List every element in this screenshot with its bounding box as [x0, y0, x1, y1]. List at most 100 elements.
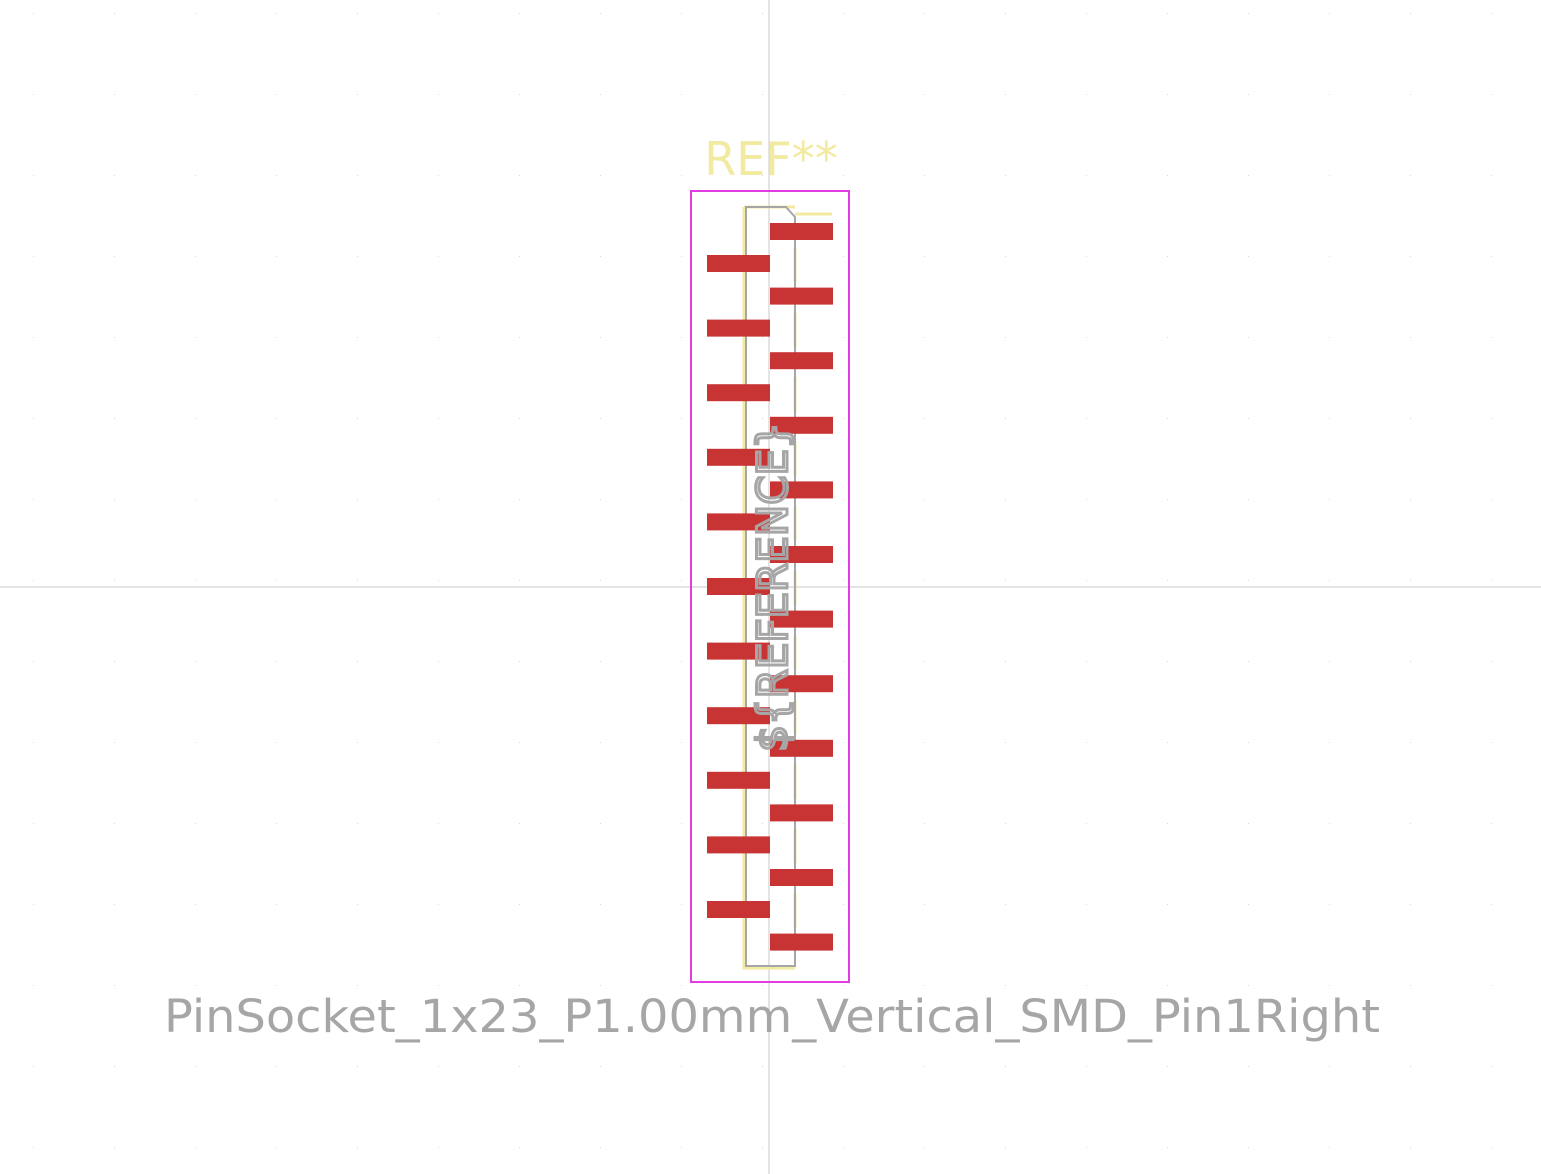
grid-dot: [681, 94, 682, 95]
grid-dot: [600, 661, 601, 662]
pad-6[interactable]: [707, 384, 770, 402]
grid-dot: [681, 580, 682, 581]
grid-dot: [276, 94, 277, 95]
grid-dot: [1329, 499, 1330, 500]
pad-22[interactable]: [707, 901, 770, 918]
grid-dot: [762, 985, 763, 986]
grid-dot: [681, 337, 682, 338]
pad-23[interactable]: [770, 933, 833, 951]
grid-dot: [1086, 175, 1087, 176]
grid-dot: [924, 823, 925, 824]
grid-dot: [1410, 94, 1411, 95]
pad-19[interactable]: [770, 804, 833, 822]
grid-dot: [1491, 823, 1492, 824]
pad-13[interactable]: [770, 610, 833, 628]
grid-dot: [762, 1066, 763, 1067]
grid-dot: [519, 661, 520, 662]
grid-dot: [276, 742, 277, 743]
grid-dot: [276, 1066, 277, 1067]
pad-2[interactable]: [707, 255, 770, 272]
grid-dot: [1329, 337, 1330, 338]
grid-dot: [519, 904, 520, 905]
pad-4[interactable]: [707, 319, 770, 337]
grid-dot: [1410, 823, 1411, 824]
grid-dot: [195, 904, 196, 905]
grid-dot: [1167, 1147, 1168, 1148]
grid-dot: [438, 823, 439, 824]
pad-5[interactable]: [770, 352, 833, 370]
grid-dot: [438, 337, 439, 338]
grid-dot: [114, 661, 115, 662]
grid-dot: [195, 418, 196, 419]
grid-dot: [1329, 418, 1330, 419]
pad-8[interactable]: [707, 448, 770, 466]
pad-20[interactable]: [707, 836, 770, 854]
pads-group: [707, 223, 833, 951]
grid-dot: [33, 337, 34, 338]
grid-dot: [438, 904, 439, 905]
grid-dot: [1086, 1147, 1087, 1148]
grid-dot: [114, 94, 115, 95]
grid-dot: [1167, 499, 1168, 500]
grid-dot: [1005, 661, 1006, 662]
grid-dot: [1086, 499, 1087, 500]
grid-dot: [438, 1066, 439, 1067]
grid-dot: [1410, 661, 1411, 662]
grid-dot: [1248, 1147, 1249, 1148]
grid-dot: [33, 823, 34, 824]
grid-dot: [843, 499, 844, 500]
grid-dot: [519, 337, 520, 338]
pad-15[interactable]: [770, 675, 833, 693]
grid-dot: [600, 1066, 601, 1067]
grid-dot: [114, 1066, 115, 1067]
grid-dot: [1329, 661, 1330, 662]
pad-18[interactable]: [707, 771, 770, 789]
grid-dot: [195, 13, 196, 14]
grid-dot: [1086, 904, 1087, 905]
pad-14[interactable]: [707, 642, 770, 660]
grid-dot: [114, 580, 115, 581]
grid-dot: [33, 904, 34, 905]
grid-dot: [1005, 580, 1006, 581]
pad-9[interactable]: [770, 481, 833, 499]
footprint-value[interactable]: PinSocket_1x23_P1.00mm_Vertical_SMD_Pin1…: [164, 990, 1380, 1043]
grid-dot: [600, 823, 601, 824]
pad-21[interactable]: [770, 869, 833, 886]
grid-dot: [114, 418, 115, 419]
grid-dot: [1086, 823, 1087, 824]
grid-dot: [1005, 1066, 1006, 1067]
grid-dot: [1329, 742, 1330, 743]
grid-dot: [1491, 1147, 1492, 1148]
grid-dot: [114, 742, 115, 743]
pad-11[interactable]: [770, 546, 833, 563]
pad-12[interactable]: [707, 578, 770, 595]
pad-10[interactable]: [707, 513, 770, 531]
grid-dot: [924, 1147, 925, 1148]
reference-designator[interactable]: REF**: [704, 132, 838, 186]
grid-dot: [1410, 1147, 1411, 1148]
grid-dot: [681, 661, 682, 662]
grid-dot: [1329, 1066, 1330, 1067]
pad-17[interactable]: [770, 739, 833, 757]
grid-dot: [681, 1066, 682, 1067]
grid-dot: [1248, 661, 1249, 662]
grid-dot: [681, 1147, 682, 1148]
grid-dot: [1167, 580, 1168, 581]
pad-1[interactable]: [770, 223, 833, 240]
pad-7[interactable]: [770, 416, 833, 434]
pad-16[interactable]: [707, 707, 770, 725]
grid-dot: [195, 1066, 196, 1067]
grid-dot: [438, 418, 439, 419]
courtyard-outline[interactable]: [690, 190, 850, 983]
grid-dot: [843, 337, 844, 338]
fab-reference-text[interactable]: ${REFERENCE}: [747, 421, 799, 754]
grid-dot: [1086, 661, 1087, 662]
grid-dot: [114, 985, 115, 986]
pad-3[interactable]: [770, 287, 833, 305]
grid-dot: [357, 904, 358, 905]
grid-dot: [924, 175, 925, 176]
grid-dot: [600, 499, 601, 500]
grid-dot: [843, 1147, 844, 1148]
grid-dot: [357, 823, 358, 824]
